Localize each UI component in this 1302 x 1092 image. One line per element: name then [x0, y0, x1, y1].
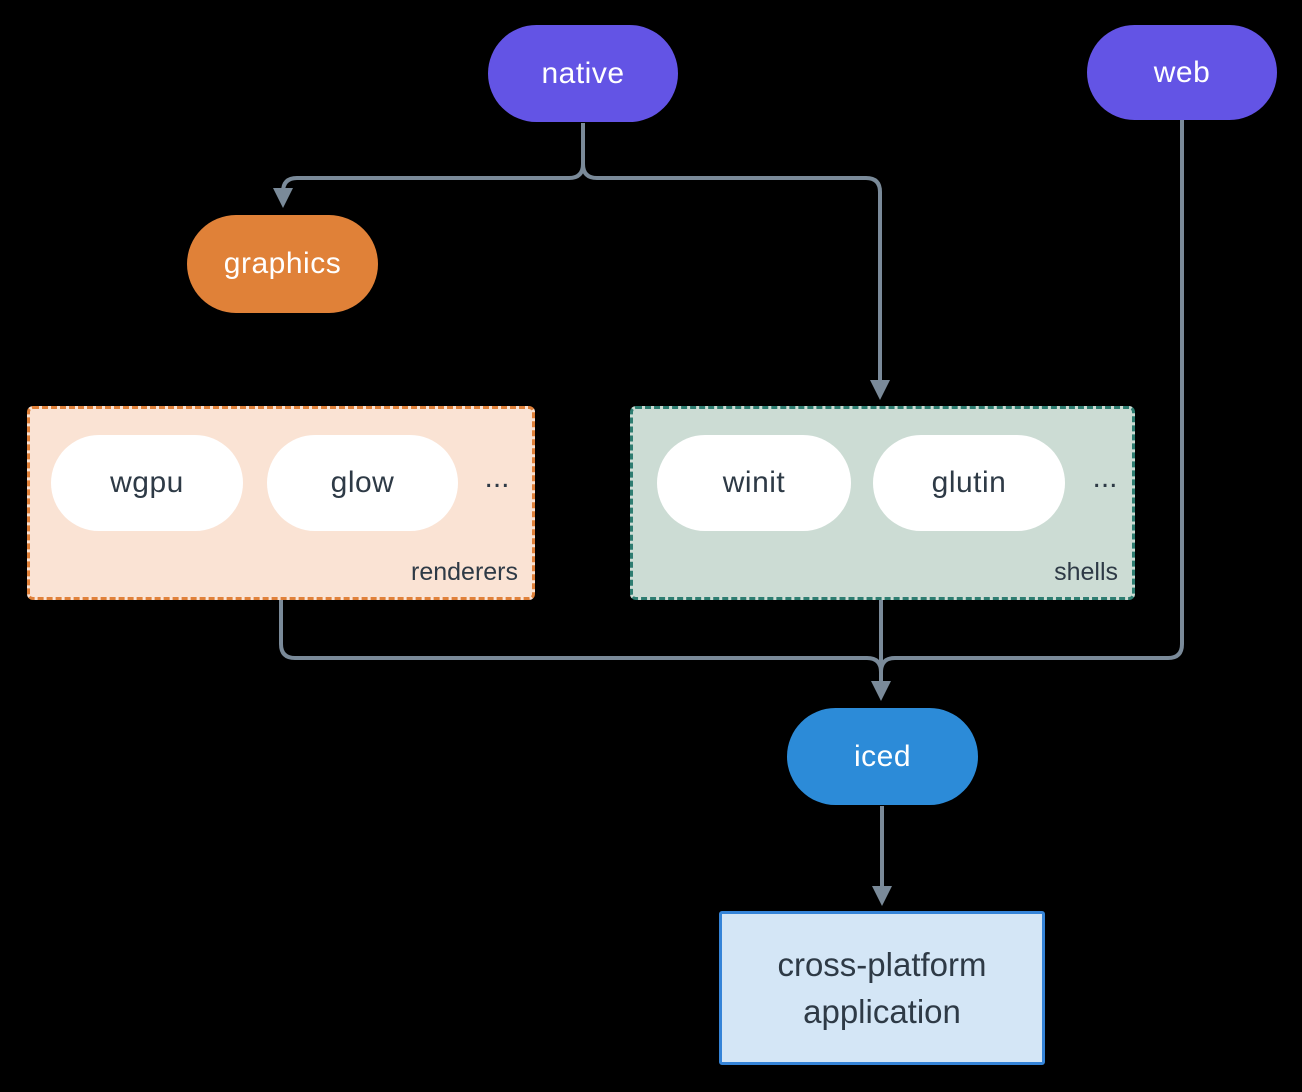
node-native: native [488, 25, 678, 122]
edge-native-graphics [273, 123, 585, 208]
node-web: web [1087, 25, 1277, 120]
shells-ellipsis: ... [1092, 461, 1118, 494]
node-iced-label: iced [853, 739, 912, 773]
edge-renderers-iced [279, 600, 883, 682]
node-wgpu: wgpu [51, 435, 243, 531]
node-application-label: cross-platform application [777, 946, 987, 1030]
node-graphics-label: graphics [223, 247, 342, 280]
node-application: cross-platform application [719, 911, 1045, 1065]
node-winit-label: winit [722, 466, 786, 499]
renderers-ellipsis: ... [484, 461, 510, 494]
group-shells: winit glutin ... shells [630, 406, 1135, 600]
node-graphics: graphics [187, 215, 378, 313]
group-renderers-label: renderers [411, 558, 518, 586]
node-glow-label: glow [330, 466, 395, 499]
node-glutin: glutin [873, 435, 1065, 531]
edge-native-shells [581, 123, 890, 400]
node-winit: winit [657, 435, 851, 531]
node-web-label: web [1153, 55, 1211, 89]
node-glow: glow [267, 435, 458, 531]
node-glutin-label: glutin [931, 466, 1007, 499]
node-native-label: native [541, 56, 625, 90]
node-wgpu-label: wgpu [110, 466, 184, 499]
group-renderers: wgpu glow ... renderers [27, 406, 535, 600]
group-shells-label: shells [1054, 558, 1118, 586]
node-iced: iced [787, 708, 978, 805]
